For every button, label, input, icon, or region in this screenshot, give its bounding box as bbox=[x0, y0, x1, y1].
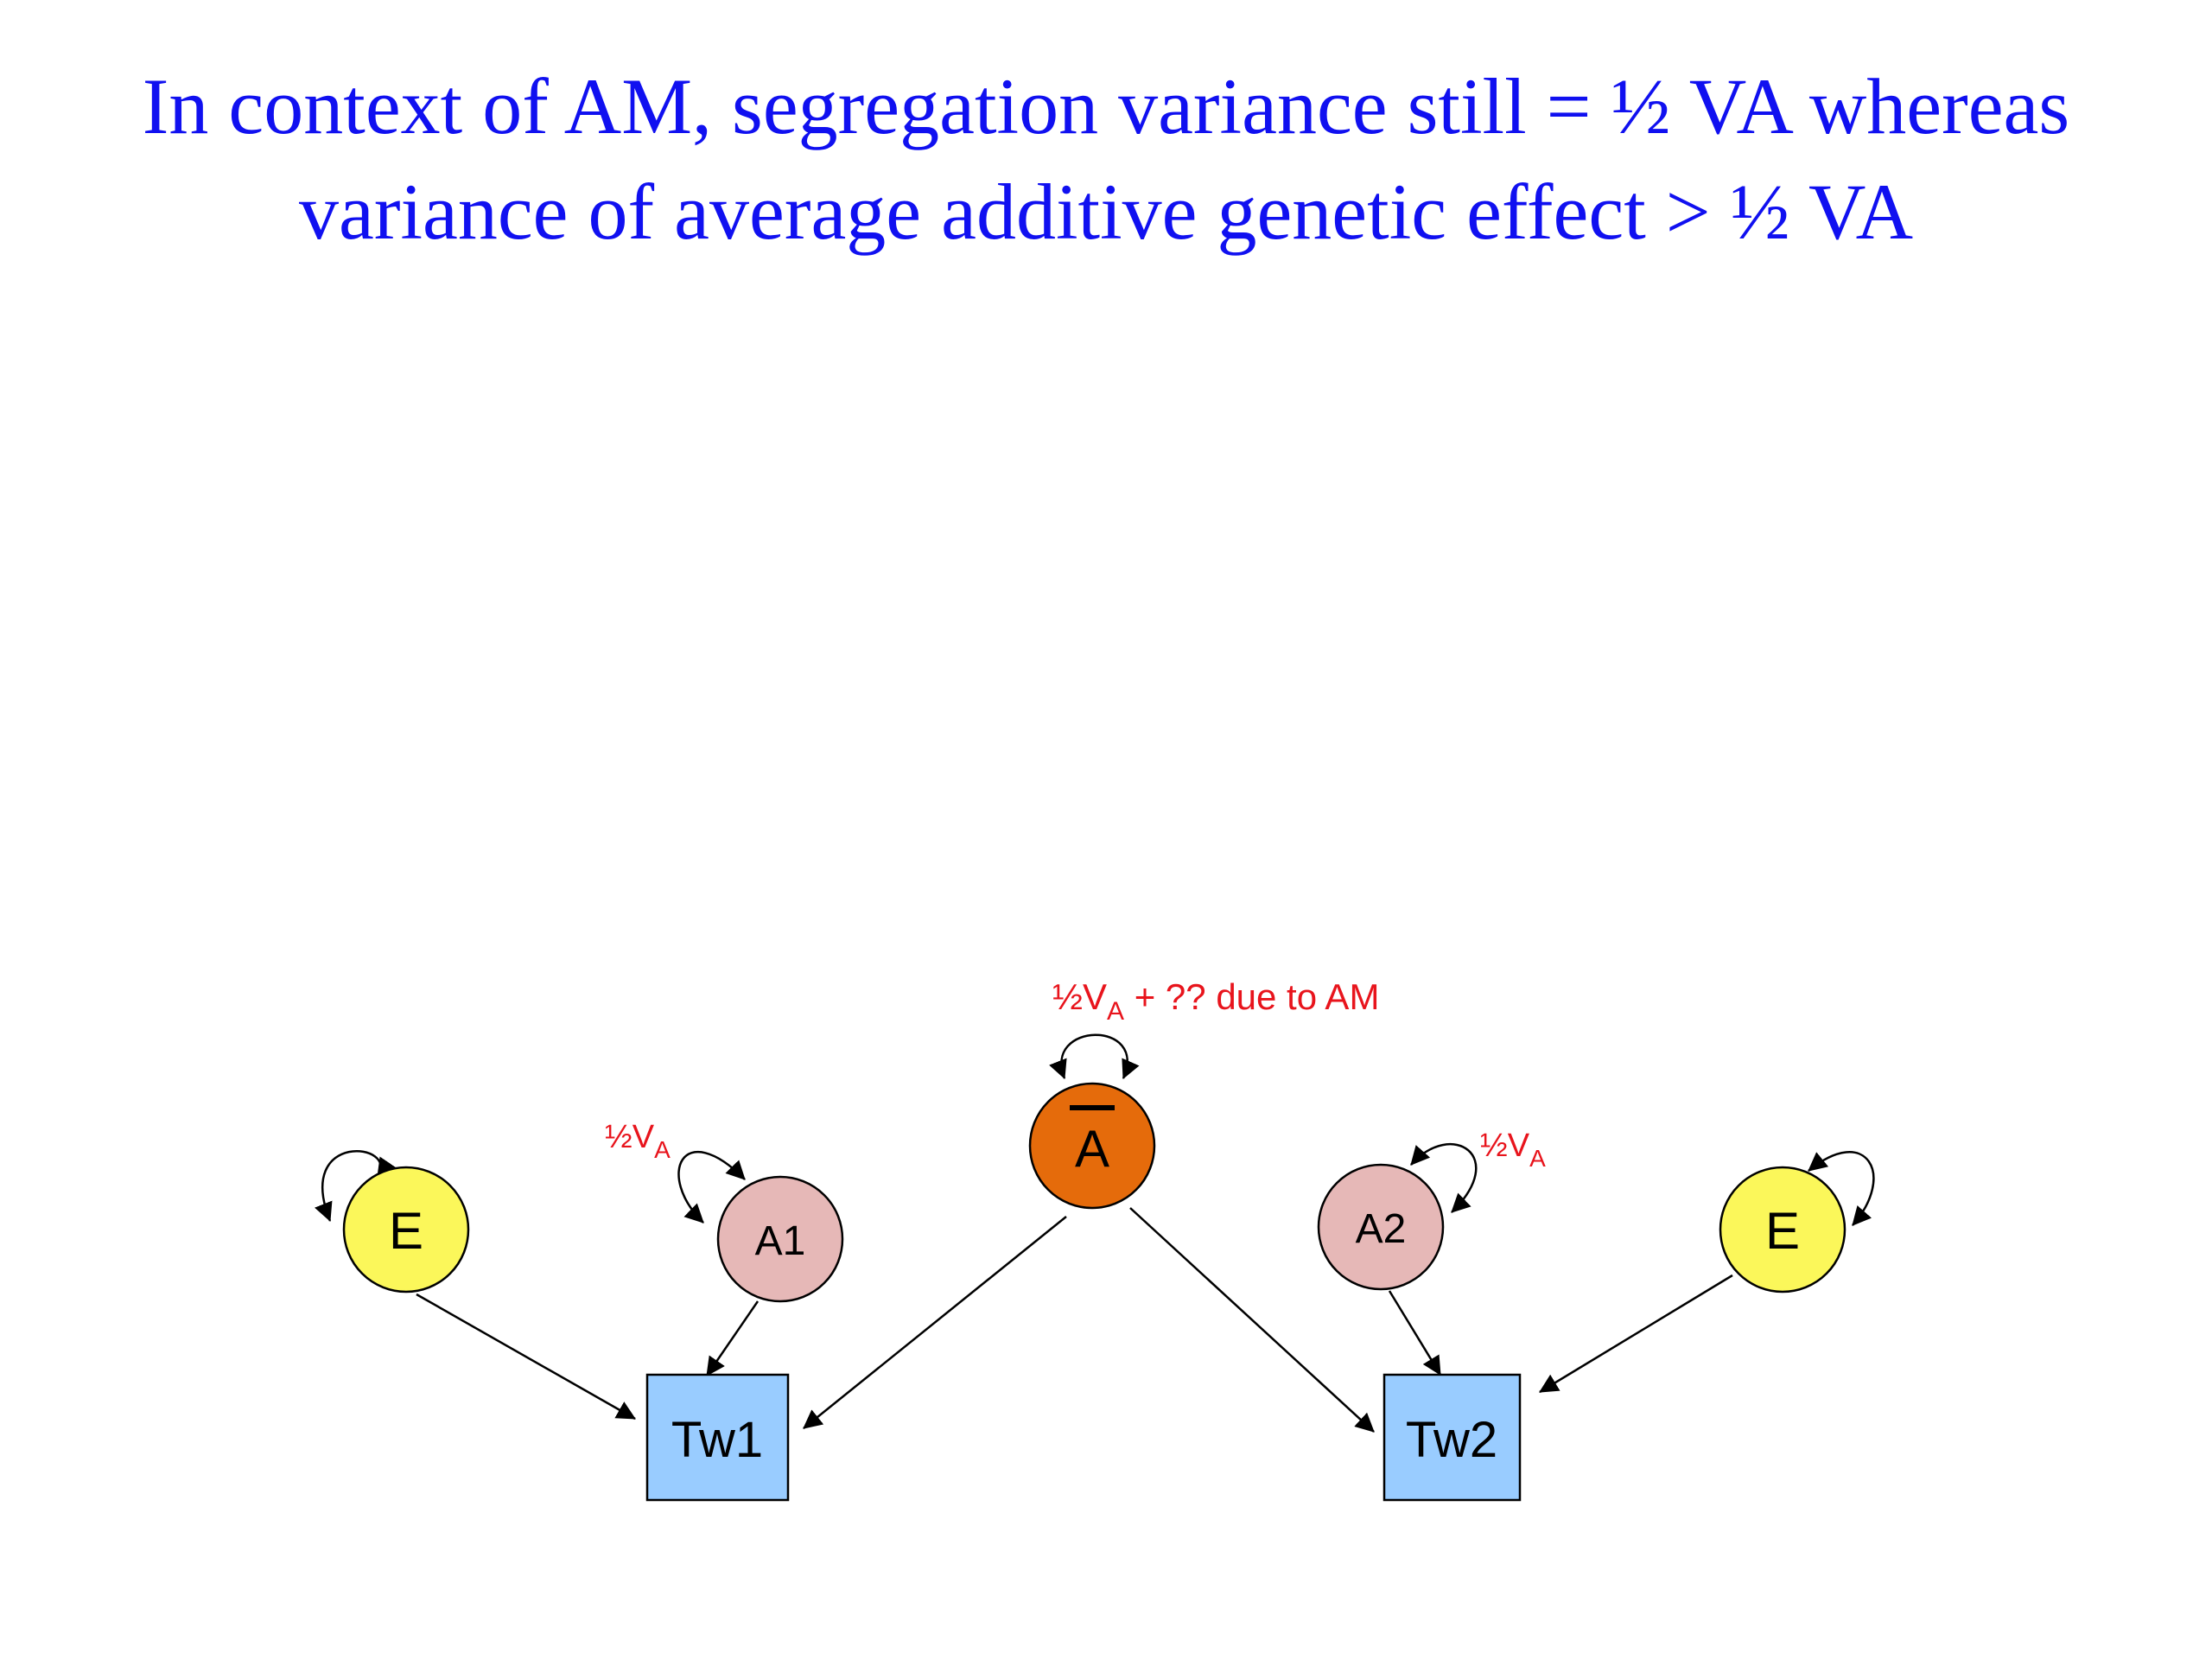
variance-loop-abar bbox=[1049, 1033, 1140, 1080]
node-a1-label: A1 bbox=[755, 1218, 806, 1264]
path-a1-to-tw1 bbox=[705, 1300, 760, 1376]
node-tw1: Tw1 bbox=[645, 1373, 790, 1502]
variance-label-abar: ½VA + ?? due to AM bbox=[1052, 976, 1379, 1026]
node-tw2-label: Tw2 bbox=[1406, 1412, 1497, 1468]
variance-label-abar-half: ½ bbox=[1052, 976, 1083, 1017]
variance-label-abar-suffix: + ?? due to AM bbox=[1124, 976, 1379, 1017]
overbar bbox=[1070, 1105, 1115, 1110]
path-e-left-to-tw1 bbox=[416, 1293, 636, 1421]
variance-loop-e-left bbox=[315, 1150, 396, 1223]
title-line-1: In context of AM, segregation variance s… bbox=[142, 62, 2070, 150]
title-line-2: variance of average additive genetic eff… bbox=[298, 168, 1914, 256]
path-e-right-to-tw2 bbox=[1539, 1274, 1733, 1394]
node-e-right: E bbox=[1719, 1166, 1847, 1294]
variance-label-abar-v: V bbox=[1083, 976, 1107, 1017]
slide-title: In context of AM, segregation variance s… bbox=[0, 54, 2212, 264]
path-abar-to-tw1 bbox=[803, 1216, 1067, 1429]
variance-loop-a2 bbox=[1410, 1142, 1478, 1213]
variance-label-a1: ½VA bbox=[605, 1119, 671, 1163]
node-tw1-label: Tw1 bbox=[671, 1412, 763, 1468]
variance-label-a1-v: V bbox=[632, 1119, 655, 1155]
variance-label-a1-half: ½ bbox=[605, 1119, 632, 1155]
node-e-right-label: E bbox=[1765, 1202, 1800, 1260]
path-a2-to-tw2 bbox=[1388, 1290, 1442, 1376]
node-abar-label: A bbox=[1075, 1120, 1109, 1178]
variance-loop-a1 bbox=[677, 1151, 746, 1224]
variance-label-a2-half: ½ bbox=[1480, 1128, 1508, 1164]
variance-loop-e-right bbox=[1808, 1151, 1875, 1226]
node-a1: A1 bbox=[716, 1175, 844, 1303]
node-tw2: Tw2 bbox=[1382, 1373, 1522, 1502]
variance-label-a2-sub: A bbox=[1529, 1145, 1546, 1172]
node-e-left: E bbox=[342, 1166, 470, 1294]
node-e-left-label: E bbox=[389, 1202, 423, 1260]
variance-label-abar-sub: A bbox=[1107, 997, 1124, 1026]
variance-label-a1-sub: A bbox=[654, 1136, 671, 1163]
variance-label-a2: ½VA bbox=[1480, 1128, 1546, 1172]
node-a2-label: A2 bbox=[1356, 1206, 1407, 1252]
path-abar-to-tw2 bbox=[1129, 1207, 1375, 1433]
node-abar: A bbox=[1028, 1082, 1156, 1210]
variance-label-a2-v: V bbox=[1508, 1128, 1530, 1164]
node-a2: A2 bbox=[1317, 1163, 1445, 1291]
